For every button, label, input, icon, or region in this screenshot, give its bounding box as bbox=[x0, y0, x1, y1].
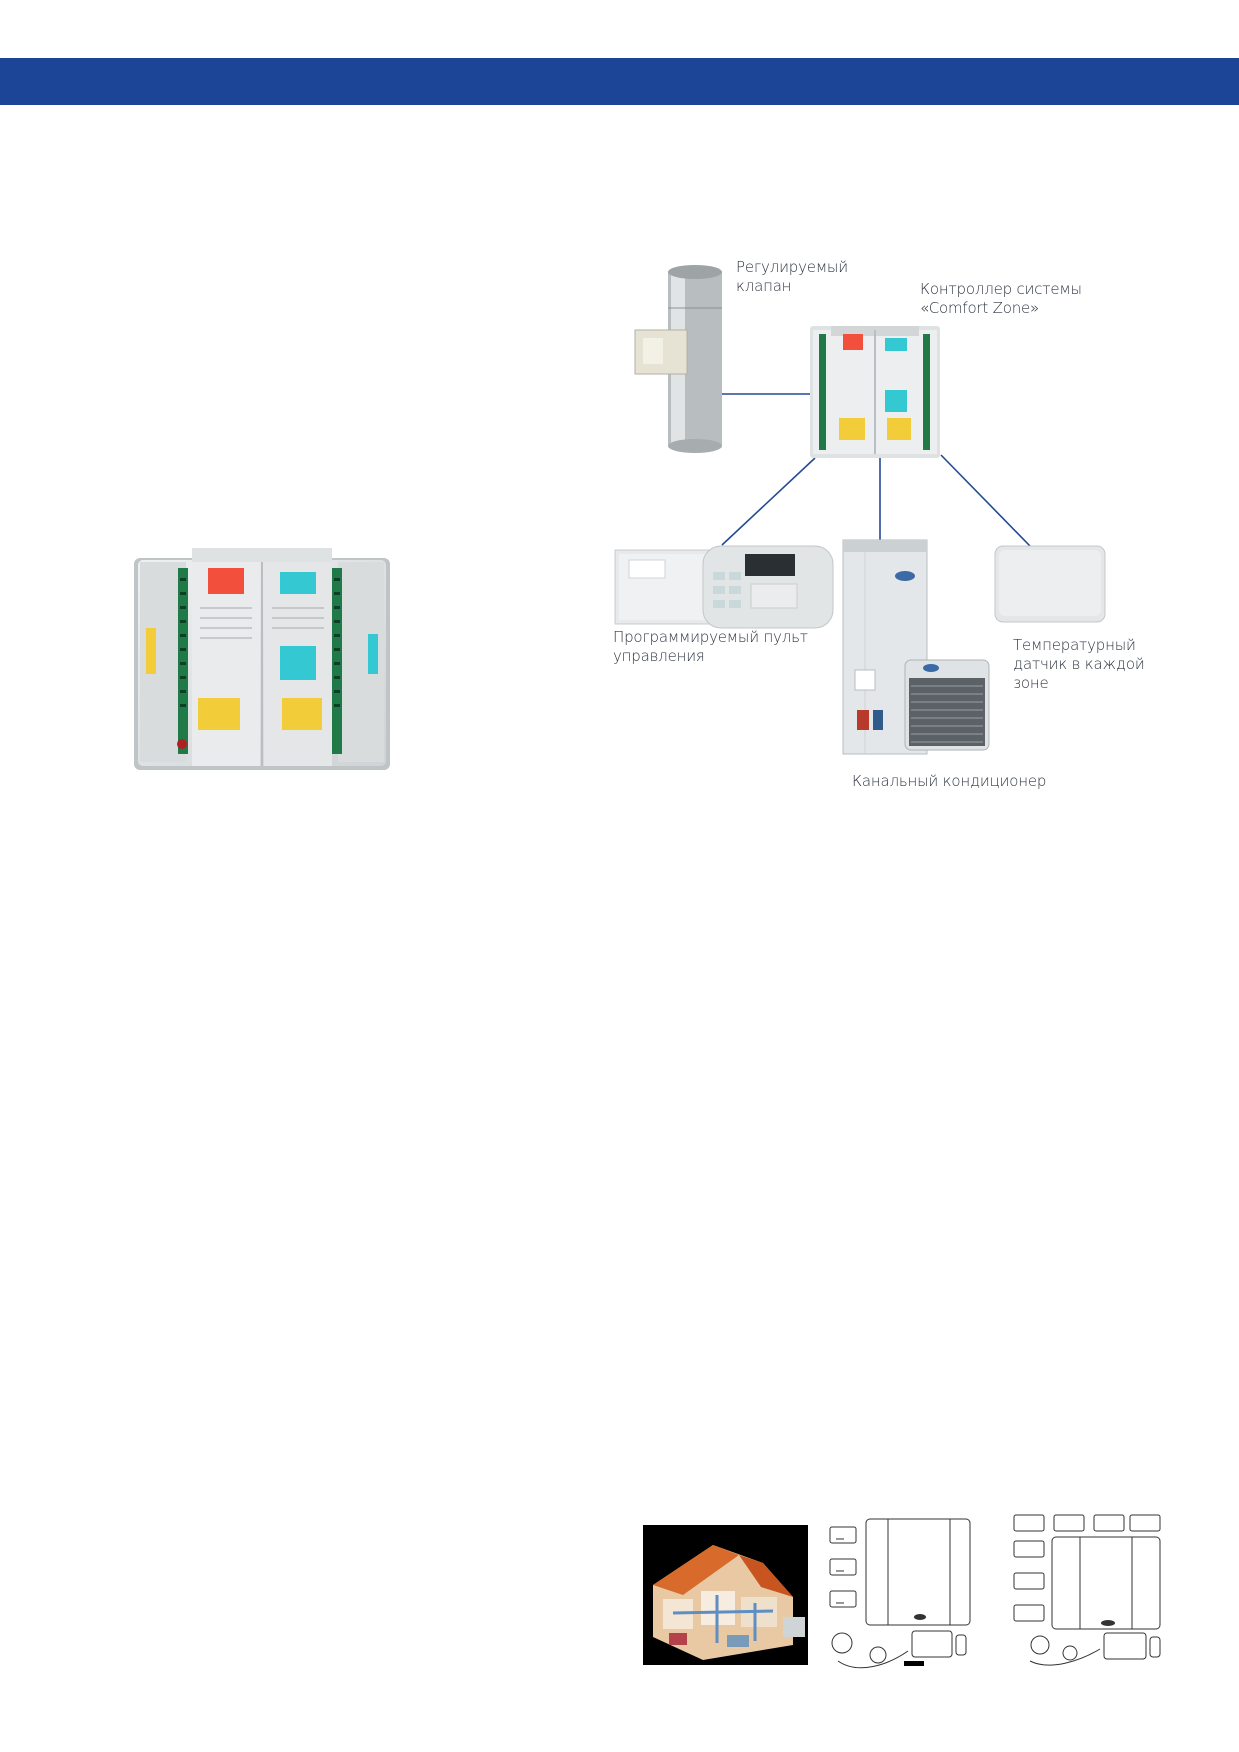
controller-label-line-2: «Comfort Zone» bbox=[920, 299, 1040, 317]
remote-label-line-1: Программируемый пульт bbox=[613, 628, 808, 646]
sensor-label-line-2: датчик в каждой bbox=[1013, 655, 1145, 673]
sensor-label: Температурный датчик в каждой зоне bbox=[1013, 636, 1145, 693]
controller-label: Контроллер системы «Comfort Zone» bbox=[920, 280, 1082, 318]
sensor-label-line-3: зоне bbox=[1013, 674, 1049, 692]
house-cutaway-illustration bbox=[643, 1525, 808, 1665]
damper-label-line-1: Регулируемый bbox=[736, 258, 848, 276]
outdoor-unit-device bbox=[904, 659, 990, 751]
connector-lines bbox=[720, 393, 1031, 550]
controller-device bbox=[810, 326, 940, 458]
temperature-sensor-device bbox=[994, 545, 1106, 623]
remote-label-line-2: управления bbox=[613, 647, 705, 665]
damper-device bbox=[634, 265, 722, 453]
ac-label-text: Канальный кондиционер bbox=[852, 772, 1047, 790]
zone-schematic-3 bbox=[828, 1515, 973, 1675]
controller-label-line-1: Контроллер системы bbox=[920, 280, 1082, 298]
remote-control-device bbox=[614, 545, 834, 629]
controller-photo-large bbox=[132, 548, 392, 772]
remote-label: Программируемый пульт управления bbox=[613, 628, 808, 666]
sensor-label-line-1: Температурный bbox=[1013, 636, 1136, 654]
damper-label-line-2: клапан bbox=[736, 277, 792, 295]
header-bar-fill bbox=[0, 58, 1239, 105]
system-diagram bbox=[605, 250, 1165, 790]
ac-label: Канальный кондиционер bbox=[852, 772, 1046, 791]
damper-label: Регулируемый клапан bbox=[736, 258, 848, 296]
zone-schematic-8 bbox=[1010, 1511, 1165, 1671]
header-bar bbox=[0, 58, 1239, 105]
